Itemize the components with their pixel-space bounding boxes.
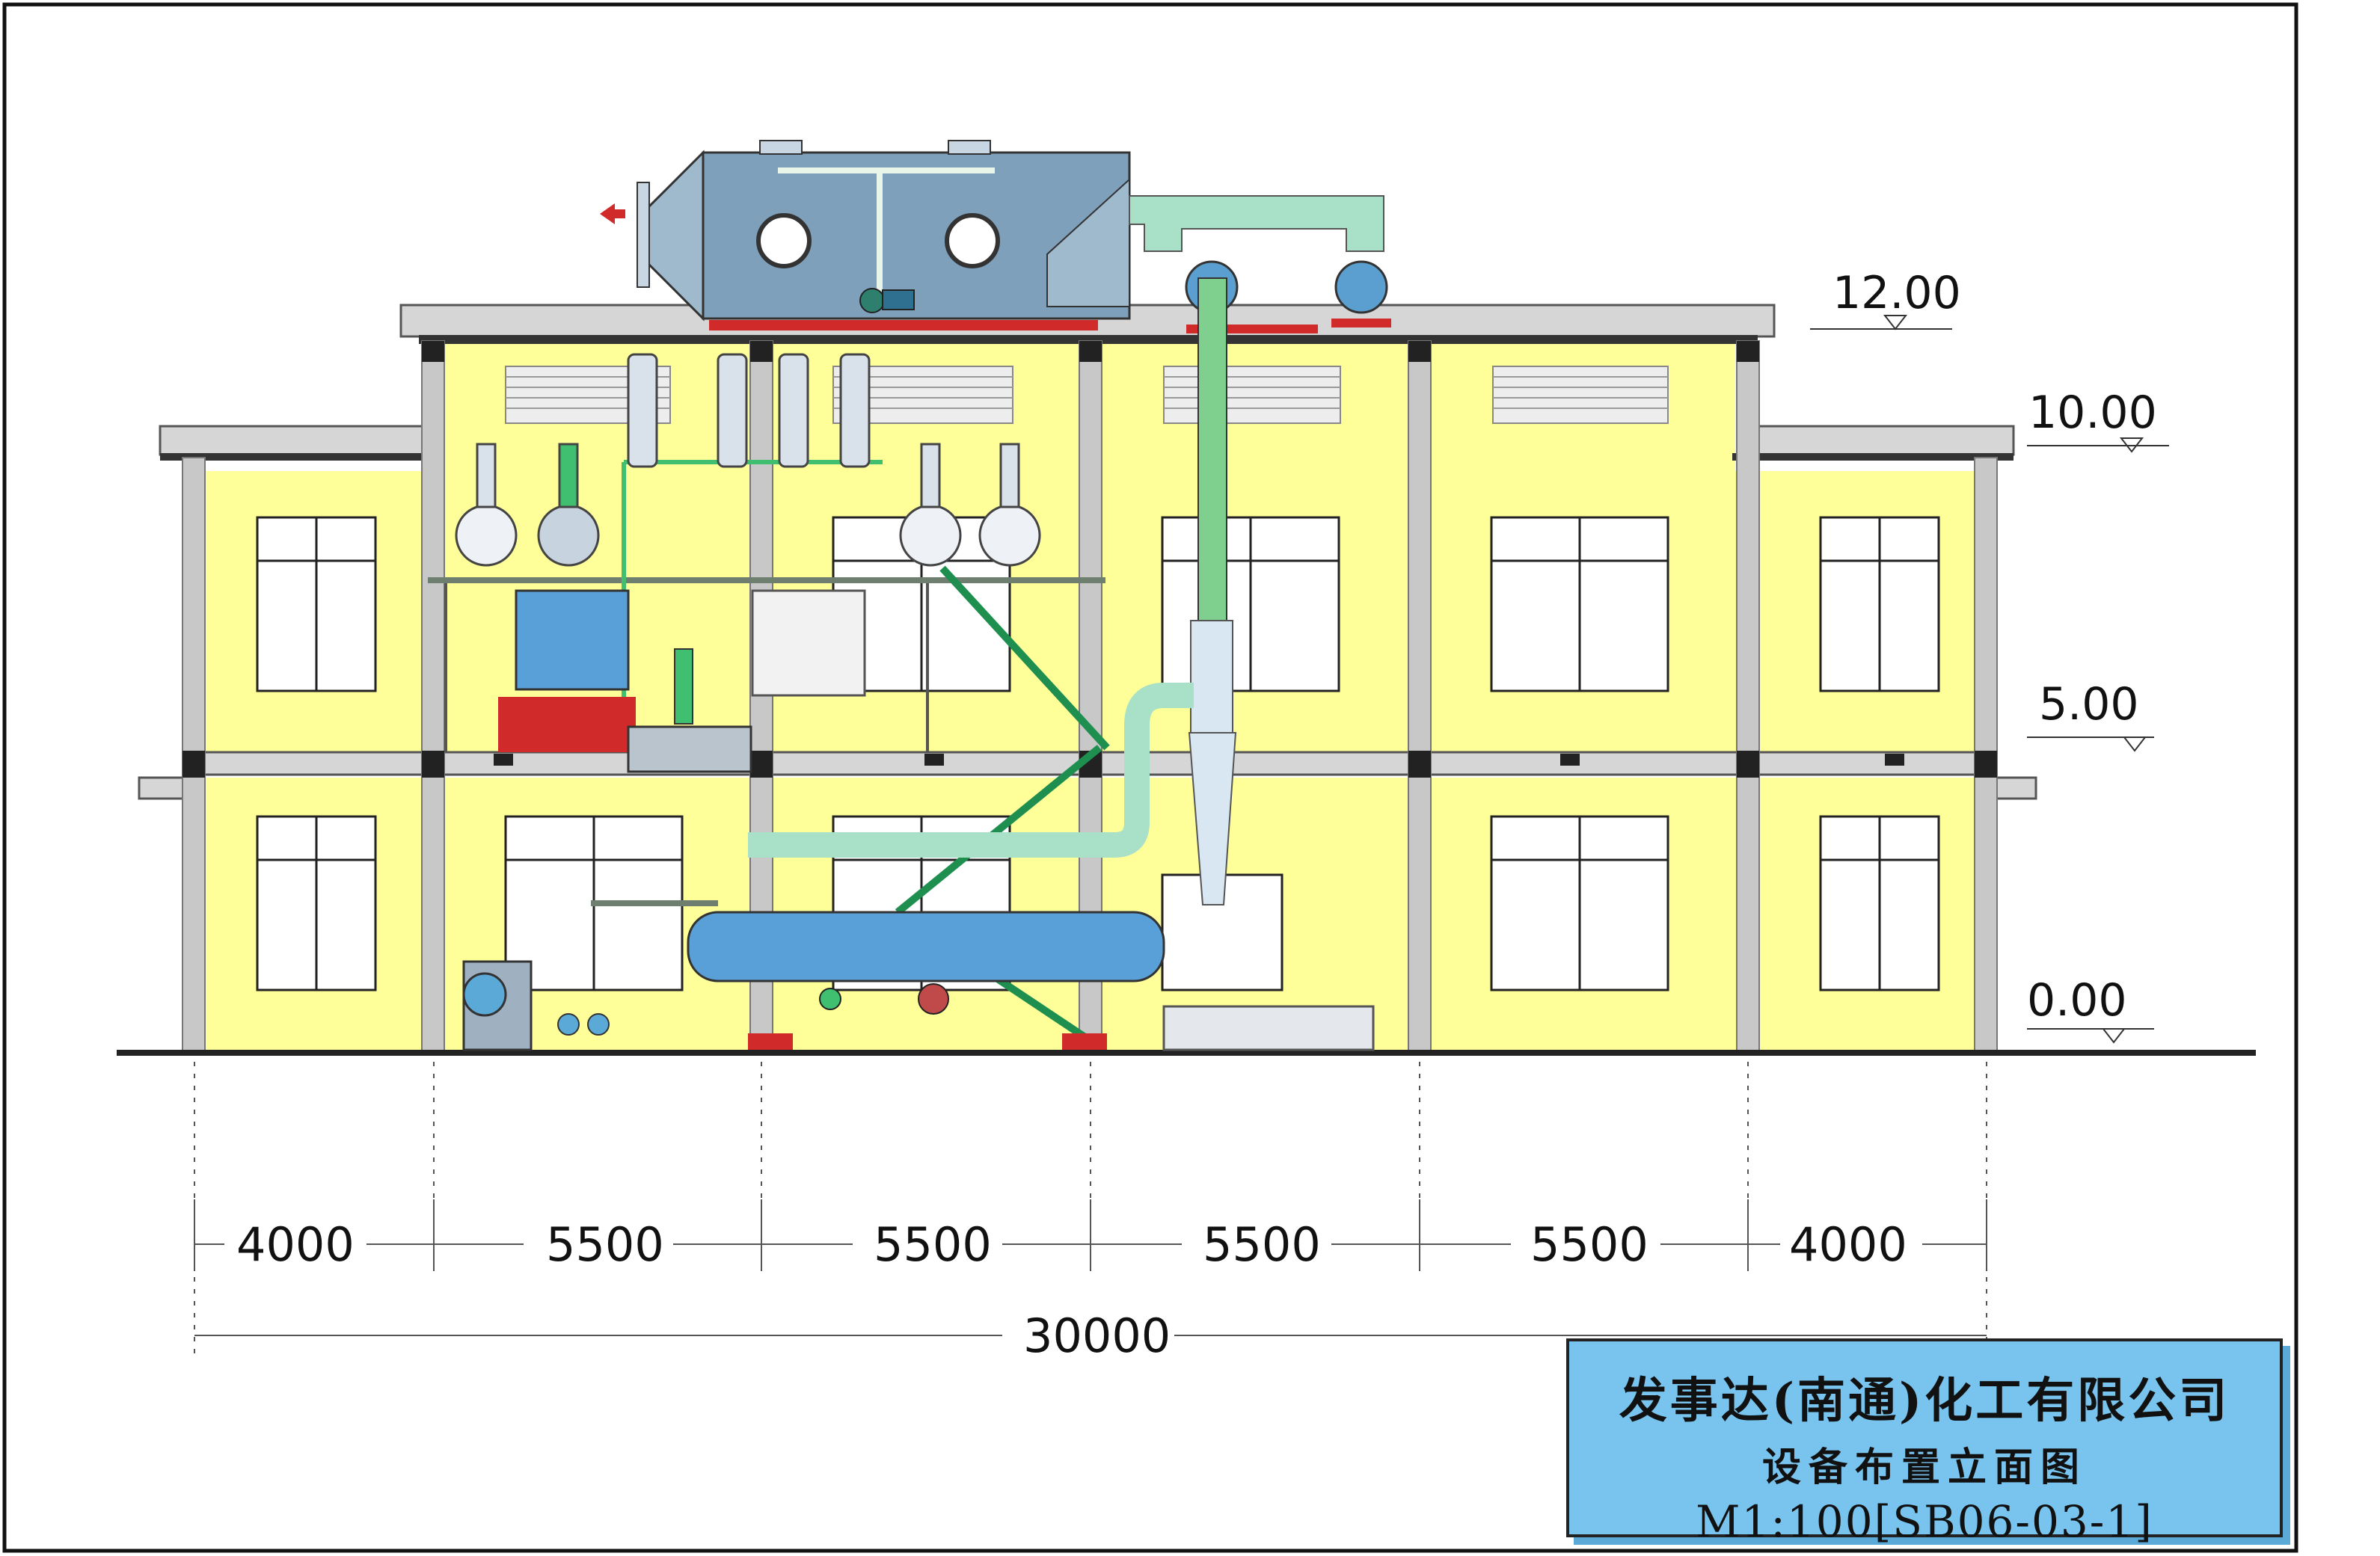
pump: [587, 1013, 610, 1036]
stair-flight: [895, 745, 1102, 915]
reactors: [455, 443, 1041, 567]
transfer-duct: [748, 683, 1194, 858]
reactor-vessel: [537, 504, 600, 567]
exhaust-duct: [1129, 195, 1384, 252]
dimension-bay-6: 4000: [1789, 1217, 1907, 1272]
dimension-labels: 4000 5500 5500 5500 5500 4000 30000: [236, 1217, 1907, 1363]
dimension-bay-5: 5500: [1530, 1217, 1648, 1272]
cyclone-cone: [1188, 732, 1237, 905]
nozzle: [759, 140, 803, 155]
elevation-markers: 12.00 10.00 5.00 0.00: [1810, 267, 2169, 1044]
elevation-mark-10: [2119, 437, 2144, 453]
upper-equipment: [428, 353, 1105, 773]
pump-motor: [882, 289, 915, 310]
building: [117, 304, 2256, 1056]
filter-dryer-2: [751, 589, 866, 697]
column: [1736, 340, 1760, 1054]
roof-slab-left: [159, 425, 428, 456]
roof-equipment: [600, 140, 1391, 333]
window-mullions: [257, 517, 1939, 990]
dimension-bay-4: 5500: [1203, 1217, 1321, 1272]
dimension-bay-1: 4000: [236, 1217, 355, 1272]
drawing-frame: [2, 2, 2298, 1553]
roof-beam-left: [160, 453, 441, 461]
agitator-motor: [674, 648, 693, 725]
filter-dryer: [515, 589, 630, 691]
reactor-vessel: [899, 504, 962, 567]
stack-pipe: [1197, 277, 1227, 623]
pump: [557, 1013, 580, 1036]
condenser: [778, 353, 809, 468]
scrubber-base: [709, 320, 1098, 330]
elevation-label-12: 12.00: [1832, 267, 1961, 319]
dimension-total: 30000: [1023, 1309, 1171, 1363]
roof-slab-right: [1746, 425, 2015, 456]
column: [421, 340, 445, 1054]
elevation-label-10: 10.00: [2028, 387, 2157, 439]
condenser: [839, 353, 871, 468]
manhole: [756, 213, 812, 268]
steel-platform: [428, 577, 1105, 583]
window: [1161, 873, 1283, 991]
exhaust-arrow-tail: [615, 209, 625, 218]
title-block: 发事达(南通)化工有限公司 设备布置立面图 M1:100[SB06-03-1]: [1566, 1338, 2283, 1547]
dimension-bay-2: 5500: [546, 1217, 664, 1272]
drawing-scale: M1:100[SB06-03-1]: [1696, 1496, 2153, 1547]
dimension-bay-3: 5500: [874, 1217, 992, 1272]
scrubber-inlet-flange: [637, 182, 650, 288]
stair-flight: [939, 565, 1110, 751]
exhaust-stack: [748, 277, 1375, 1051]
equipment-base: [748, 1033, 793, 1050]
collection-tank: [1162, 1005, 1375, 1051]
equipment-base: [1062, 1033, 1107, 1050]
louver-slats: [506, 376, 1668, 409]
drawing-title: 设备布置立面图: [1761, 1445, 2087, 1490]
fan-icon: [1334, 260, 1388, 314]
condensers: [627, 353, 871, 468]
ground-equipment: [462, 900, 1165, 1051]
company-name: 发事达(南通)化工有限公司: [1619, 1373, 2230, 1429]
roof-beam-right: [1732, 453, 2014, 461]
exhaust-arrow-icon: [600, 203, 615, 224]
dryer-support: [591, 900, 718, 906]
condenser: [717, 353, 748, 468]
reactor-vessel: [455, 504, 518, 567]
louvers: [505, 366, 1669, 424]
elevation-label-0: 0.00: [2027, 974, 2127, 1027]
equipment-base: [498, 697, 636, 752]
fluid-bed-dryer: [687, 911, 1165, 983]
scrubber-inlet-cone: [645, 150, 705, 322]
condenser: [627, 353, 658, 468]
scrubber-outlet-cone: [1046, 177, 1130, 307]
nozzle: [948, 140, 991, 155]
reactor-vessel: [978, 504, 1041, 567]
pump: [859, 288, 885, 313]
elevation-mark-5: [2122, 737, 2147, 752]
cyclone-body: [1190, 620, 1233, 734]
ground-line: [117, 1050, 2256, 1056]
fan-base: [1331, 319, 1391, 328]
column: [1408, 340, 1432, 1054]
blower-fan-icon: [462, 972, 507, 1017]
elevation-label-5: 5.00: [2039, 678, 2139, 731]
elevation-mark-0: [2101, 1028, 2126, 1044]
viewport: [819, 988, 841, 1010]
dimension-lines: [194, 1062, 1987, 1353]
manhole: [945, 213, 1000, 268]
elevation-mark-12: [1883, 315, 1908, 330]
vibrator-motor: [918, 983, 949, 1015]
hopper: [627, 725, 752, 773]
